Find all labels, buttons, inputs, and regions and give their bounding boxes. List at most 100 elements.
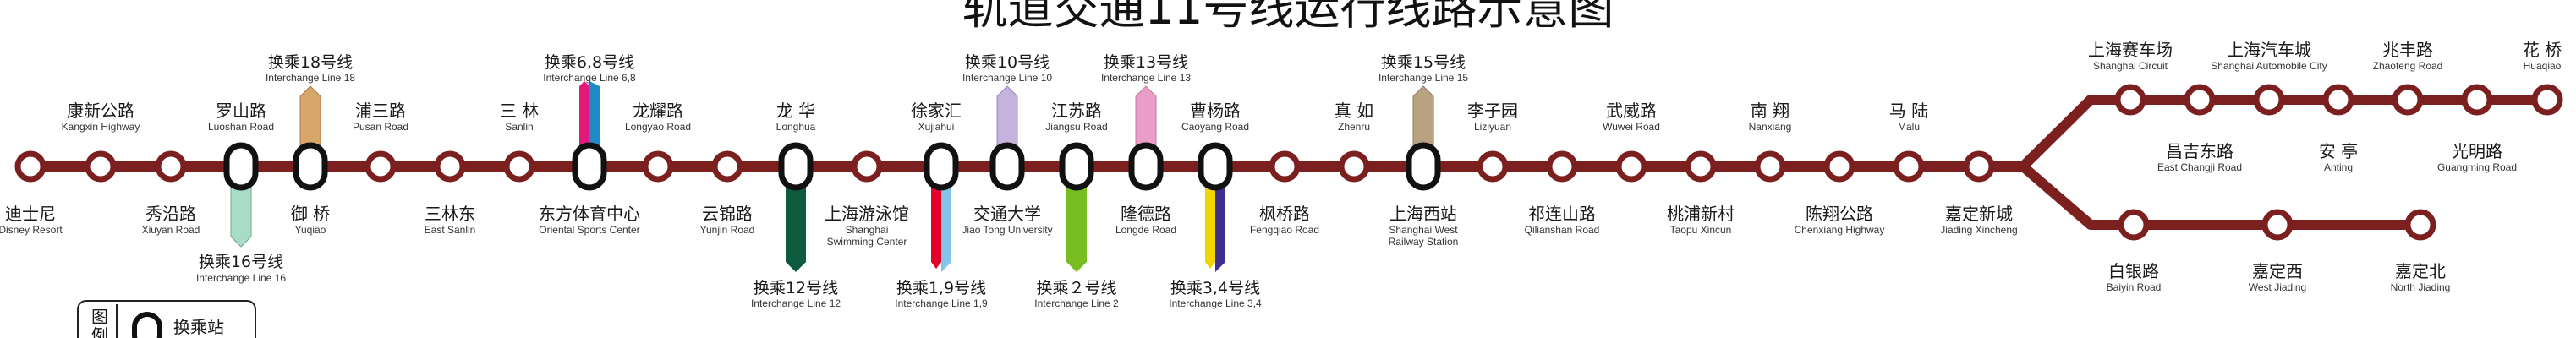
- station-guangming-cn: 光明路: [2452, 141, 2502, 161]
- station-jiaotong-en: Jiao Tong University: [962, 224, 1052, 236]
- interchange-l18-cn: 换乘18号线: [268, 53, 353, 72]
- station-dot-fengqiao: [1269, 150, 1301, 183]
- line-1-stub: [931, 177, 941, 269]
- interchange-l16-en: Interchange Line 16: [196, 272, 286, 284]
- line-6-stub: [579, 81, 589, 155]
- station-xiuyan-en: Xiuyan Road: [142, 224, 200, 236]
- transfer-marker-jiaotong: [989, 142, 1025, 191]
- station-huaqiao-cn: 花 桥: [2523, 40, 2562, 60]
- station-kangxin-cn: 康新公路: [67, 101, 134, 121]
- station-dot-longyao: [642, 150, 674, 183]
- station-zhenru-en: Zhenru: [1338, 121, 1370, 133]
- station-guangming-en: Guangming Road: [2437, 161, 2517, 173]
- line-2-stub: [1066, 177, 1087, 272]
- station-dot-sanlin: [503, 150, 535, 183]
- station-automobile-en: Shanghai Automobile City: [2211, 60, 2327, 72]
- line-8-stub: [589, 81, 600, 155]
- legend-transfer-icon: [132, 312, 162, 338]
- station-swimming-en2: Swimming Center: [827, 236, 907, 248]
- station-anting-en: Anting: [2324, 161, 2353, 173]
- station-huaqiao-en: Huaqiao: [2524, 60, 2562, 72]
- station-taopu-en: Taopu Xincun: [1670, 224, 1732, 236]
- interchange-labels: 换乘16号线 Interchange Line 16 换乘18号线 Interc…: [196, 53, 1468, 309]
- station-longhua-en: Longhua: [776, 121, 816, 133]
- station-dot-qilianshan: [1546, 150, 1578, 183]
- station-liziyuan-en: Liziyuan: [1474, 121, 1511, 133]
- station-nanxiang-cn: 南 翔: [1751, 101, 1789, 121]
- station-dot-pusan: [364, 150, 397, 183]
- station-longyao-en: Longyao Road: [625, 121, 691, 133]
- station-dot-anting: [2322, 84, 2354, 116]
- station-disney-cn: 迪士尼: [5, 204, 56, 224]
- transfer-marker-shanghaiwest: [1406, 142, 1441, 191]
- interchange-l15-cn: 换乘15号线: [1381, 53, 1466, 72]
- station-dot-baiyin: [2118, 209, 2150, 241]
- station-wuwei-cn: 武威路: [1606, 101, 1657, 121]
- station-dot-chenxiang: [1823, 150, 1855, 183]
- station-dot-kangxin: [85, 150, 117, 183]
- station-jiadingbei-cn: 嘉定北: [2395, 261, 2446, 281]
- transfer-marker-xujiahui: [924, 142, 959, 191]
- station-luoshan-en: Luoshan Road: [208, 121, 274, 133]
- station-liziyuan-cn: 李子园: [1467, 101, 1518, 121]
- interchange-l19-cn: 换乘1,9号线: [896, 279, 986, 297]
- station-dot-jiadingxincheng: [1963, 150, 1995, 183]
- station-qilianshan-cn: 祁连山路: [1528, 204, 1596, 224]
- interchange-l13-en: Interchange Line 13: [1101, 72, 1191, 84]
- transfer-marker-luoshan: [223, 142, 259, 191]
- legend-title-top: 图: [91, 307, 108, 327]
- station-fengqiao-en: Fengqiao Road: [1250, 224, 1319, 236]
- station-anting-cn: 安 亭: [2319, 141, 2358, 161]
- station-dot-xiuyan: [155, 150, 187, 183]
- line-3-stub: [1205, 177, 1215, 269]
- station-caoyang-cn: 曹杨路: [1190, 101, 1241, 121]
- station-xujiahui-en: Xujiahui: [918, 121, 955, 133]
- station-jiadingxi-en: West Jiading: [2249, 281, 2306, 293]
- station-dot-taopu: [1685, 150, 1717, 183]
- interchange-l2-cn: 换乘２号线: [1036, 279, 1116, 297]
- station-labels: 迪士尼 Disney Resort 秀沿路 Xiuyan Road 御 桥 Yu…: [0, 40, 2562, 293]
- station-yuqiao-en: Yuqiao: [295, 224, 326, 236]
- interchange-l10-cn: 换乘10号线: [965, 53, 1050, 72]
- station-jiaotong-cn: 交通大学: [973, 204, 1041, 224]
- station-dot-guangming: [2461, 84, 2493, 116]
- interchange-l12-en: Interchange Line 12: [751, 297, 841, 309]
- interchange-l19-en: Interchange Line 1,9: [895, 297, 988, 309]
- transfer-marker-longde: [1128, 142, 1164, 191]
- station-jiadingxincheng-cn: 嘉定新城: [1945, 204, 2013, 224]
- station-chenxiang-en: Chenxiang Highway: [1795, 224, 1885, 236]
- station-xujiahui-cn: 徐家汇: [911, 101, 962, 121]
- transfer-marker-longhua: [778, 142, 814, 191]
- station-fengqiao-cn: 枫桥路: [1259, 204, 1310, 224]
- station-malu-cn: 马 陆: [1889, 101, 1928, 121]
- station-longyao-cn: 龙耀路: [633, 101, 683, 121]
- station-longde-en: Longde Road: [1115, 224, 1176, 236]
- station-luoshan-cn: 罗山路: [216, 101, 266, 121]
- station-dot-zhenru: [1338, 150, 1370, 183]
- station-jiadingbei-en: North Jiading: [2391, 281, 2451, 293]
- station-circuit-cn: 上海赛车场: [2088, 40, 2173, 60]
- station-circuit-en: Shanghai Circuit: [2093, 60, 2168, 72]
- station-yunjin-en: Yunjin Road: [700, 224, 755, 236]
- station-dot-circuit: [2114, 84, 2146, 116]
- station-yunjin-cn: 云锦路: [702, 204, 753, 224]
- station-kangxin-en: Kangxin Highway: [62, 121, 140, 133]
- station-jiangsu-en: Jiangsu Road: [1045, 121, 1107, 133]
- interchange-l10-en: Interchange Line 10: [962, 72, 1052, 84]
- interchange-l68-en: Interchange Line 6,8: [543, 72, 636, 84]
- station-caoyang-en: Caoyang Road: [1181, 121, 1249, 133]
- station-dot-yunjin: [711, 150, 743, 183]
- station-taopu-cn: 桃浦新村: [1667, 204, 1735, 224]
- station-dot-zhaofeng: [2392, 84, 2424, 116]
- station-dot-nanxiang: [1754, 150, 1786, 183]
- interchange-l16-cn: 换乘16号线: [199, 253, 283, 271]
- station-dot-jiadingxi: [2261, 209, 2294, 241]
- transfer-marker-caoyang: [1198, 142, 1233, 191]
- station-pusan-cn: 浦三路: [355, 101, 406, 121]
- station-sanlindong-cn: 三林东: [425, 204, 475, 224]
- station-oriental-en: Oriental Sports Center: [539, 224, 639, 236]
- station-qilianshan-en: Qilianshan Road: [1525, 224, 1600, 236]
- station-dot-huaqiao: [2531, 84, 2563, 116]
- station-changji-en: East Changji Road: [2157, 161, 2242, 173]
- station-wuwei-en: Wuwei Road: [1603, 121, 1660, 133]
